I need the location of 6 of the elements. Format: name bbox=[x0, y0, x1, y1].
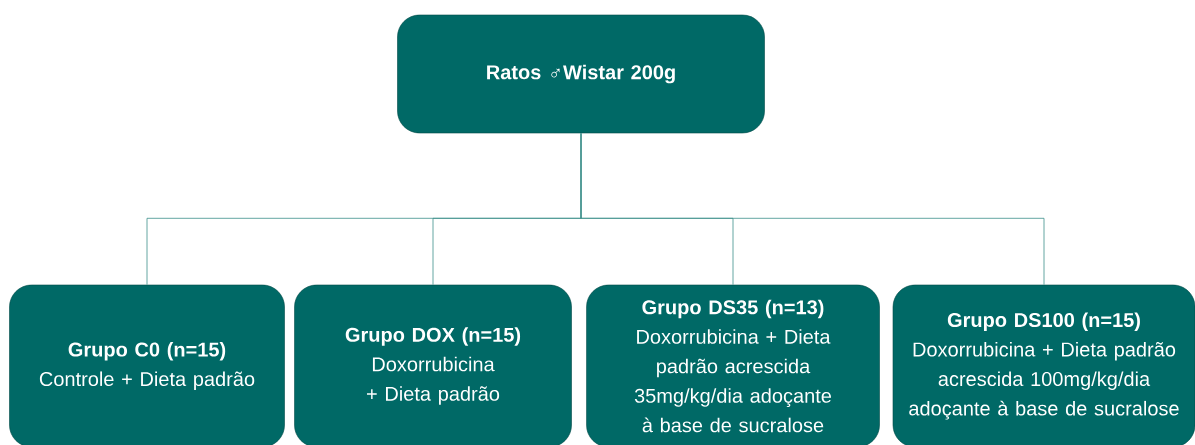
group-box: Grupo DS35 (n=13) Doxorrubicina + Dieta padrão acrescida 35mg/kg/dia adoçante à base de sucralose bbox=[586, 284, 880, 445]
group-box: Ratos ♂Wistar 200g bbox=[397, 14, 765, 134]
group-box: Grupo DOX (n=15) Doxorrubicina + Dieta padrão bbox=[294, 284, 572, 445]
group-box: Grupo DS100 (n=15) Doxorrubicina + Dieta padrão acrescida 100mg/kg/dia adoçante à base de sucralose bbox=[892, 284, 1195, 445]
connector-line bbox=[580, 132, 1045, 286]
group-box: Grupo C0 (n=15) Controle + Dieta padrão bbox=[9, 284, 285, 445]
